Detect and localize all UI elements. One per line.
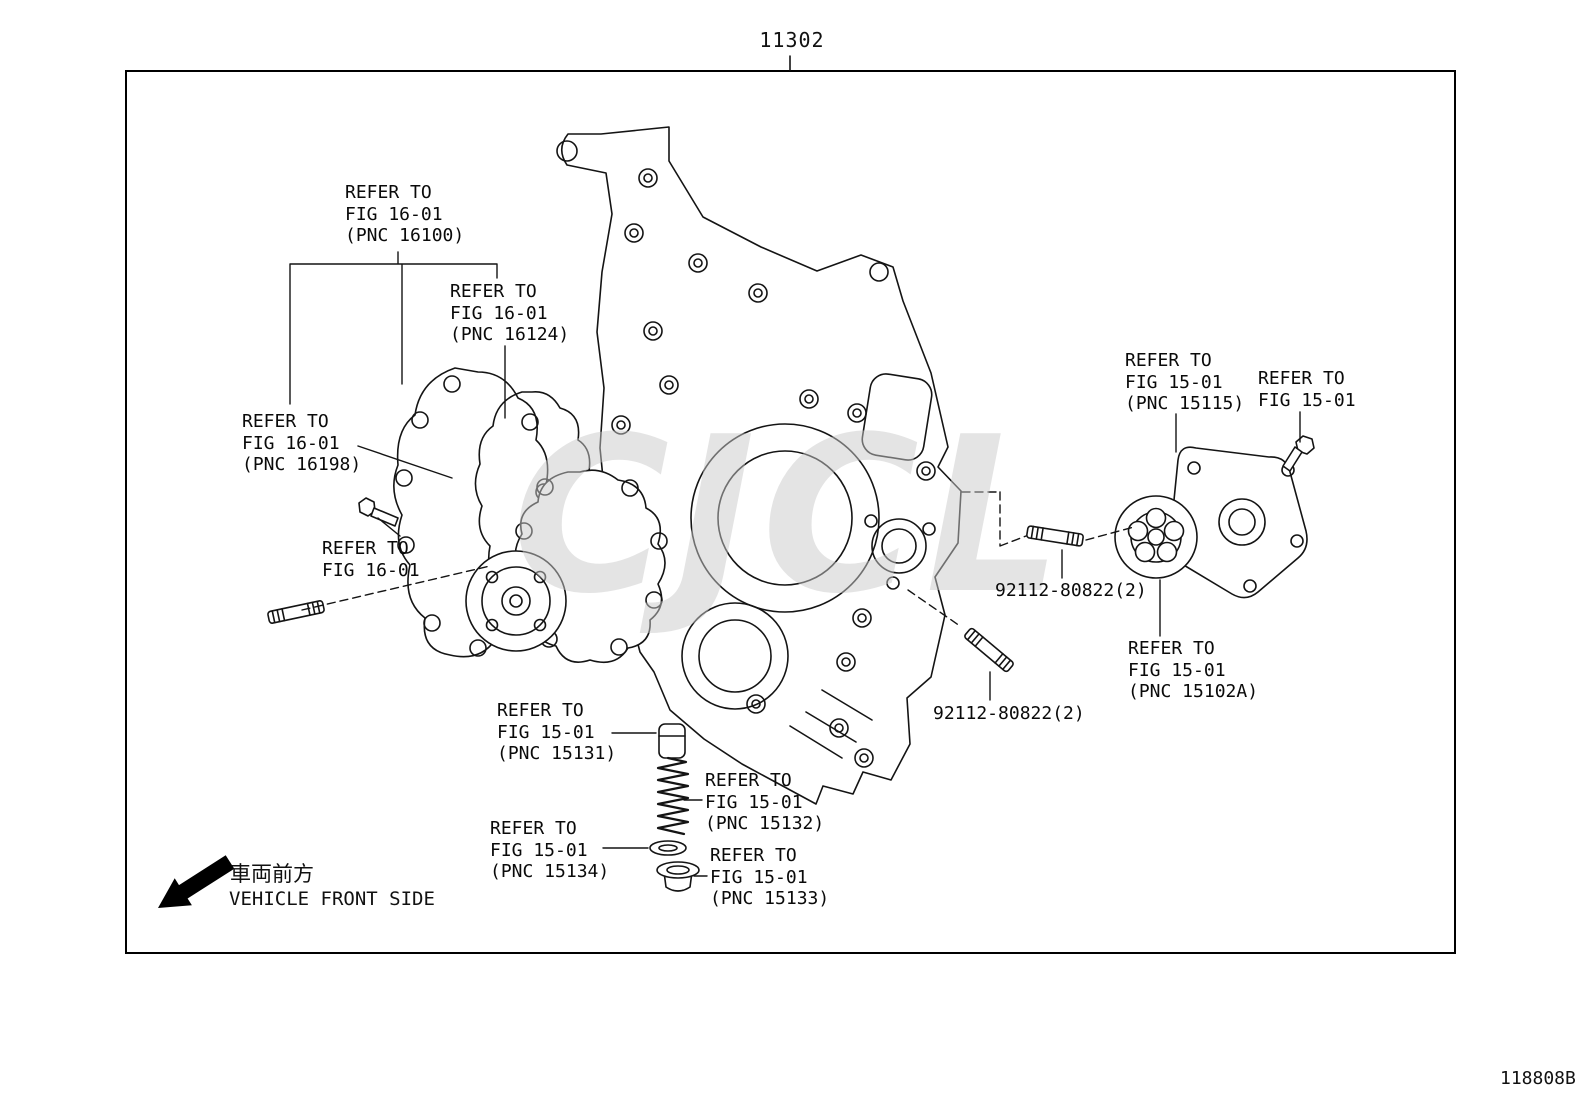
- callout-fig-15-01: REFER TO FIG 15-01: [1258, 368, 1356, 411]
- stud-lower-right: [964, 627, 1014, 673]
- callout-pnc-16100: REFER TO FIG 16-01 (PNC 16100): [345, 182, 465, 246]
- part-number-stud-lower: 92112-80822(2): [933, 703, 1085, 724]
- water-pump-pulley-hub: [465, 550, 567, 652]
- callout-pnc-15115: REFER TO FIG 15-01 (PNC 15115): [1125, 350, 1245, 414]
- relief-valve-spring: [656, 756, 690, 836]
- relief-valve-plunger: [658, 723, 686, 759]
- callout-pnc-15132: REFER TO FIG 15-01 (PNC 15132): [705, 770, 825, 834]
- cover-bolt-holes: [611, 168, 936, 768]
- front-direction-arrow: [158, 855, 235, 908]
- callout-fig-16-01: REFER TO FIG 16-01: [322, 538, 420, 581]
- callout-pnc-16198: REFER TO FIG 16-01 (PNC 16198): [242, 411, 362, 475]
- page-code: 118808B: [1500, 1068, 1576, 1089]
- assembly-dashed-lines: [301, 491, 1135, 627]
- relief-valve-plug: [656, 861, 700, 892]
- callout-pnc-15133: REFER TO FIG 15-01 (PNC 15133): [710, 845, 830, 909]
- oil-pump-rotor: [1114, 495, 1198, 579]
- stud-left: [267, 600, 325, 624]
- callout-pnc-15134: REFER TO FIG 15-01 (PNC 15134): [490, 818, 610, 882]
- callout-pnc-15131: REFER TO FIG 15-01 (PNC 15131): [497, 700, 617, 764]
- callout-pnc-15102a: REFER TO FIG 15-01 (PNC 15102A): [1128, 638, 1259, 702]
- bolt-oil-pump: [1282, 435, 1315, 472]
- vehicle-front-label-en: VEHICLE FRONT SIDE: [229, 888, 435, 910]
- leader-lines: [289, 251, 1301, 877]
- vehicle-front-label-jp: 車両前方: [230, 862, 314, 886]
- timing-chain-cover: [556, 126, 962, 805]
- part-number-stud-upper: 92112-80822(2): [995, 580, 1147, 601]
- water-pump: [465, 469, 668, 664]
- watermark: CJCL: [512, 390, 1069, 641]
- stud-upper-right: [1026, 525, 1084, 547]
- relief-valve-washer: [649, 840, 687, 856]
- bolt-water-pump: [358, 497, 399, 527]
- figure-number: 11302: [759, 28, 825, 52]
- callout-pnc-16124: REFER TO FIG 16-01 (PNC 16124): [450, 281, 570, 345]
- diagram-border: [125, 70, 1456, 954]
